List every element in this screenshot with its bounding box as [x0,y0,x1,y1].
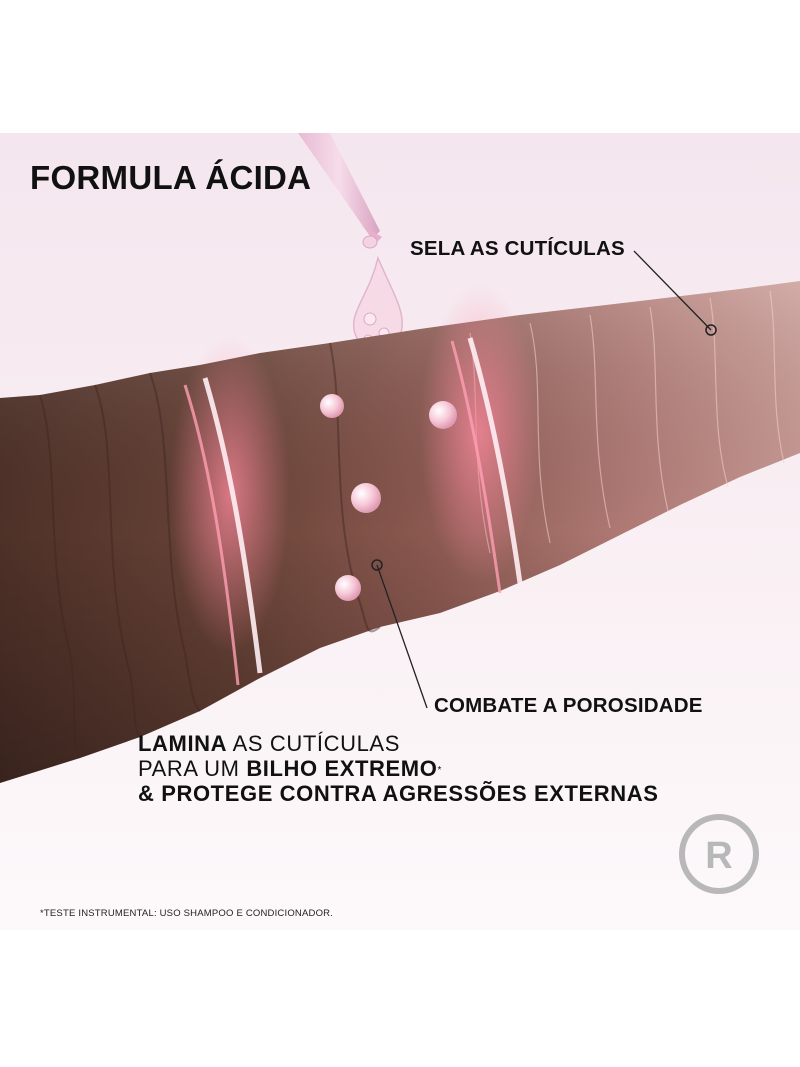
brand-logo-letter: R [705,835,732,877]
headline: FORMULA ÁCIDA [30,159,312,196]
claim-keyword-lamina: LAMINA [138,731,228,756]
product-visual-panel: FORMULA ÁCIDA SELA AS CUTÍCULAS COMBATE … [0,133,800,930]
callout-fights-porosity: COMBATE A POROSIDADE [434,694,703,717]
claim-line-3: & PROTEGE CONTRA AGRESSÕES EXTERNAS [138,781,659,806]
benefit-claim: LAMINA AS CUTÍCULAS PARA UM BILHO EXTREM… [138,731,659,806]
callout-seals-cuticles: SELA AS CUTÍCULAS [410,237,625,260]
pipette-icon [298,133,382,249]
footnote-marker: * [437,765,442,776]
brand-logo-icon: R [679,814,759,894]
claim-keyword-protect: & PROTEGE CONTRA AGRESSÕES EXTERNAS [138,781,659,806]
callout-top-leader [633,250,717,336]
claim-line-1-rest: AS CUTÍCULAS [227,731,400,756]
callout-bottom-leader [371,559,428,709]
footnote: *TESTE INSTRUMENTAL: USO SHAMPOO E CONDI… [40,908,334,919]
claim-line-2: PARA UM BILHO EXTREMO* [138,756,659,781]
claim-line-1: LAMINA AS CUTÍCULAS [138,731,659,756]
claim-keyword-shine: BILHO EXTREMO [246,756,438,781]
hair-strand-illustration [0,133,800,783]
claim-line-2-prefix: PARA UM [138,756,247,781]
